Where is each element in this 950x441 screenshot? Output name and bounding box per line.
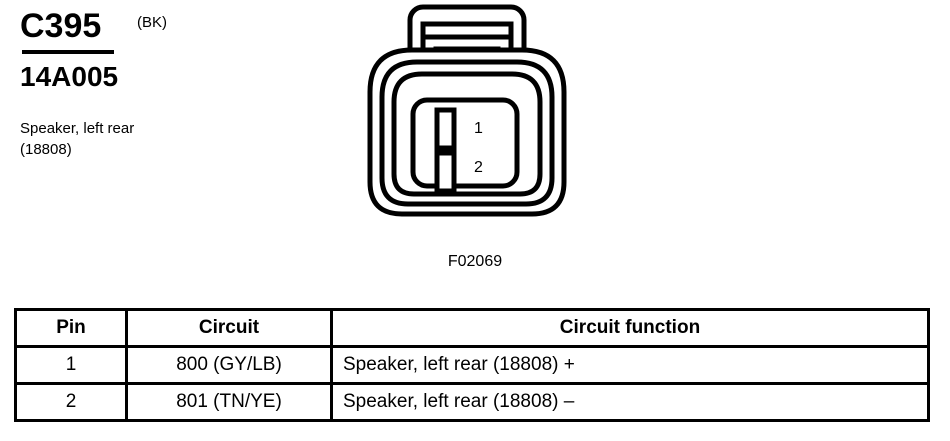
connector-color-code: (BK)	[137, 14, 167, 31]
cell-circuit: 801 (TN/YE)	[125, 382, 333, 422]
cell-pin: 2	[14, 382, 128, 422]
header-circuit-function: Circuit function	[330, 308, 930, 348]
table-header-row: Pin Circuit Circuit function	[14, 308, 930, 348]
part-number-label: 14A005	[20, 61, 119, 92]
header-circuit: Circuit	[125, 308, 333, 348]
cell-pin: 1	[14, 345, 128, 385]
figure-reference-code: F02069	[447, 253, 503, 270]
table-row: 2 801 (TN/YE) Speaker, left rear (18808)…	[14, 382, 930, 422]
connector-header: C395 (BK) 14A005 Speaker, left rear (188…	[20, 6, 320, 158]
table-body: 1 800 (GY/LB) Speaker, left rear (18808)…	[14, 345, 930, 422]
cell-circuit: 800 (GY/LB)	[125, 345, 333, 385]
terminal-cavity-block	[410, 97, 520, 189]
connector-id-label: C395	[20, 7, 102, 45]
table-row: 1 800 (GY/LB) Speaker, left rear (18808)…	[14, 345, 930, 385]
connector-illustration: 1 2 F02069	[355, 0, 595, 285]
connector-id-row: C395 (BK) 14A005	[20, 6, 320, 92]
pin-assignment-table: Pin Circuit Circuit function 1 800 (GY/L…	[14, 308, 930, 422]
cavity-number-2: 2	[474, 159, 483, 176]
cavity-number-1: 1	[474, 120, 483, 137]
header-pin: Pin	[14, 308, 128, 348]
connector-id-underline	[22, 50, 114, 54]
cell-circuit-function: Speaker, left rear (18808) –	[330, 382, 930, 422]
connector-drawing-svg	[367, 4, 567, 217]
terminal-cavity-1	[434, 107, 457, 151]
terminal-cavity-2	[434, 150, 457, 194]
cell-circuit-function: Speaker, left rear (18808) +	[330, 345, 930, 385]
component-description: Speaker, left rear (18808)	[20, 120, 135, 158]
table-head: Pin Circuit Circuit function	[14, 308, 930, 348]
